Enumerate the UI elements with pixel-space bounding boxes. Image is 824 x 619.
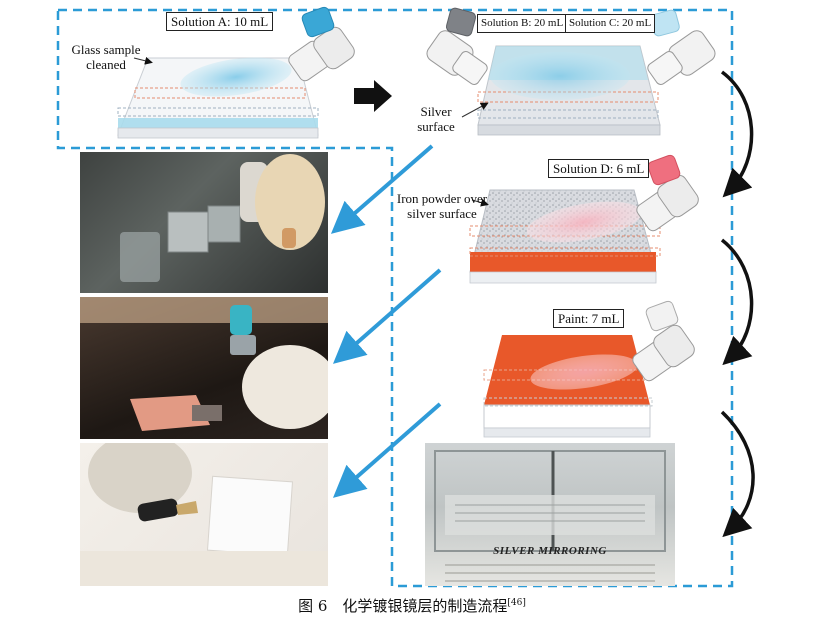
spray-gun-c-icon <box>647 9 716 85</box>
blue-arrow-1 <box>330 144 434 234</box>
step4-paint <box>483 335 653 438</box>
label-solution-d: Solution D: 6 mL <box>548 159 650 178</box>
dashed-boundary <box>56 8 734 588</box>
photo-spraying-iron <box>80 297 328 439</box>
caption-reference: [46] <box>507 598 526 608</box>
step1-glass-sample <box>117 57 319 139</box>
arrow-right-icon <box>354 80 392 112</box>
blue-arrow-3 <box>332 402 442 498</box>
label-paint: Paint: 7 mL <box>553 309 625 328</box>
curved-arrow-1 <box>720 70 754 198</box>
label-silver-surface: Silver surface <box>417 104 455 134</box>
blue-arrow-2 <box>332 268 442 364</box>
spray-gun-paint-icon <box>632 300 695 382</box>
spray-gun-d-icon <box>636 154 699 232</box>
label-glass-sample: Glass sample cleaned <box>71 42 141 72</box>
step3-iron-powder <box>469 189 661 284</box>
label-solution-a: Solution A: 10 mL <box>166 12 274 31</box>
label-solution-b: Solution B: 20 mL <box>477 14 568 33</box>
label-solution-c: Solution C: 20 mL <box>565 14 656 33</box>
curved-arrow-3 <box>720 410 755 538</box>
curved-arrow-2 <box>720 238 754 366</box>
photo-spraying-paint <box>80 443 328 586</box>
photo-silver-mirroring: SILVER MIRRORING <box>425 443 675 586</box>
figure-caption: 图 6 化学镀银镜层的制造流程[46] <box>298 597 526 615</box>
step2-silver-surface <box>477 45 661 136</box>
photo-spraying-silver <box>80 152 328 293</box>
spray-gun-a-icon <box>288 6 355 82</box>
silver-mirroring-text: SILVER MIRRORING <box>493 545 607 557</box>
spray-gun-b-icon <box>426 7 488 85</box>
label-iron-powder: Iron powder over silver surface <box>396 191 488 221</box>
